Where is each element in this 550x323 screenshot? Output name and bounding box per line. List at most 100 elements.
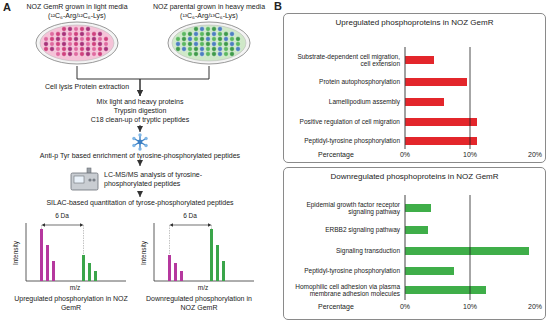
cell xyxy=(230,42,235,47)
chart-title: Upregulated phosphoproteins in NOZ GemR xyxy=(284,18,545,28)
antibody-tip xyxy=(144,144,147,147)
antibody-tip xyxy=(144,137,147,140)
cell xyxy=(68,47,73,52)
spectrum-graph xyxy=(10,211,132,293)
cell xyxy=(224,52,229,57)
guide-line xyxy=(83,225,84,255)
arrowhead xyxy=(170,223,174,226)
bar xyxy=(405,56,434,64)
cell xyxy=(86,47,91,52)
cell xyxy=(44,37,49,42)
cell xyxy=(80,37,85,42)
bar xyxy=(405,78,467,86)
light-peak xyxy=(180,271,183,281)
plot-caption: Upregulated phosphorylation in NOZ GemR xyxy=(10,295,132,312)
cell xyxy=(80,47,85,52)
cell xyxy=(176,37,181,42)
cell xyxy=(212,52,217,57)
bar xyxy=(405,286,486,294)
process-step: Anti-p Tyr based enrichment of tyrosine-… xyxy=(25,133,255,160)
process-step: SILAC-based quantitation of tyrose-phosp… xyxy=(15,198,265,207)
culture-dish xyxy=(35,21,119,65)
instrument-screen xyxy=(74,176,84,183)
cell xyxy=(56,52,61,57)
cell xyxy=(50,47,55,52)
cell xyxy=(104,37,109,42)
axis-label: m/z xyxy=(60,284,90,292)
culture-dish-node: NOZ GemR grown in light media(¹²C₆-Arg/¹… xyxy=(18,3,136,65)
category-label: Homophilic cell adhesion via plasma memb… xyxy=(288,283,400,298)
y-axis xyxy=(26,223,27,281)
cell xyxy=(218,27,223,32)
cell xyxy=(74,37,79,42)
cell xyxy=(62,52,67,57)
cell xyxy=(68,42,73,47)
cell xyxy=(194,52,199,57)
process-step: LC-MS/MS analysis of tyrosine-phosphoryl… xyxy=(50,167,230,191)
tick-label: 10% xyxy=(458,303,482,311)
cell xyxy=(74,32,79,37)
cell xyxy=(68,52,73,57)
dish-label: NOZ parental grown in heavy media xyxy=(148,3,270,12)
cell xyxy=(200,42,205,47)
axis-label: m/z xyxy=(188,284,218,292)
cell xyxy=(50,42,55,47)
category-label: ERBB2 signaling pathway xyxy=(288,226,400,233)
cell xyxy=(56,37,61,42)
cell xyxy=(188,52,193,57)
cell xyxy=(86,42,91,47)
cell xyxy=(68,27,73,32)
mass-shift-arrow xyxy=(43,225,82,226)
cell xyxy=(86,27,91,32)
axis-line xyxy=(405,195,406,300)
bar xyxy=(405,247,529,255)
bar xyxy=(405,118,477,126)
flow-arrow xyxy=(140,66,209,96)
light-peak xyxy=(168,255,171,281)
antibody-tip xyxy=(138,133,141,136)
cell xyxy=(230,32,235,37)
cell xyxy=(50,37,55,42)
guide-line xyxy=(211,225,212,229)
cell xyxy=(98,42,103,47)
cell xyxy=(62,47,67,52)
tick-label: 20% xyxy=(523,303,547,311)
heavy-peak xyxy=(94,271,97,281)
cell xyxy=(200,32,205,37)
instrument-knob xyxy=(88,178,91,181)
panel-letter: A xyxy=(3,1,17,14)
cell xyxy=(92,52,97,57)
cell xyxy=(236,42,241,47)
instrument-body xyxy=(71,173,98,190)
process-step: Mix light and heavy proteinsTrypsin dige… xyxy=(55,97,225,124)
cell xyxy=(62,32,67,37)
flow-arrow xyxy=(140,161,141,166)
cell xyxy=(206,27,211,32)
dish-label: (¹²C₆-Arg/¹²C₆-Lys) xyxy=(18,12,136,21)
cell xyxy=(62,42,67,47)
light-peak xyxy=(46,245,49,281)
bar xyxy=(405,98,444,106)
cell xyxy=(56,42,61,47)
light-peak xyxy=(40,229,43,281)
cell xyxy=(230,47,235,52)
cell xyxy=(68,37,73,42)
bar xyxy=(405,137,477,145)
cell xyxy=(104,42,109,47)
guide-line xyxy=(169,225,170,255)
cell xyxy=(62,27,67,32)
cell xyxy=(92,42,97,47)
step-text: Anti-p Tyr based enrichment of tyrosine-… xyxy=(25,151,255,160)
antibody-icon xyxy=(129,133,151,151)
axis-line xyxy=(405,47,406,149)
spectrum-graph xyxy=(138,211,260,293)
heavy-peak xyxy=(222,261,225,281)
cell xyxy=(230,52,235,57)
cell xyxy=(236,37,241,42)
spectrum-plot: Intensity6 Dam/zUpregulated phosphorylat… xyxy=(10,211,132,320)
cell xyxy=(74,52,79,57)
tick-label: 0% xyxy=(395,303,415,311)
dish-medium xyxy=(40,25,114,61)
cell xyxy=(218,42,223,47)
flow-arrow xyxy=(140,192,141,197)
